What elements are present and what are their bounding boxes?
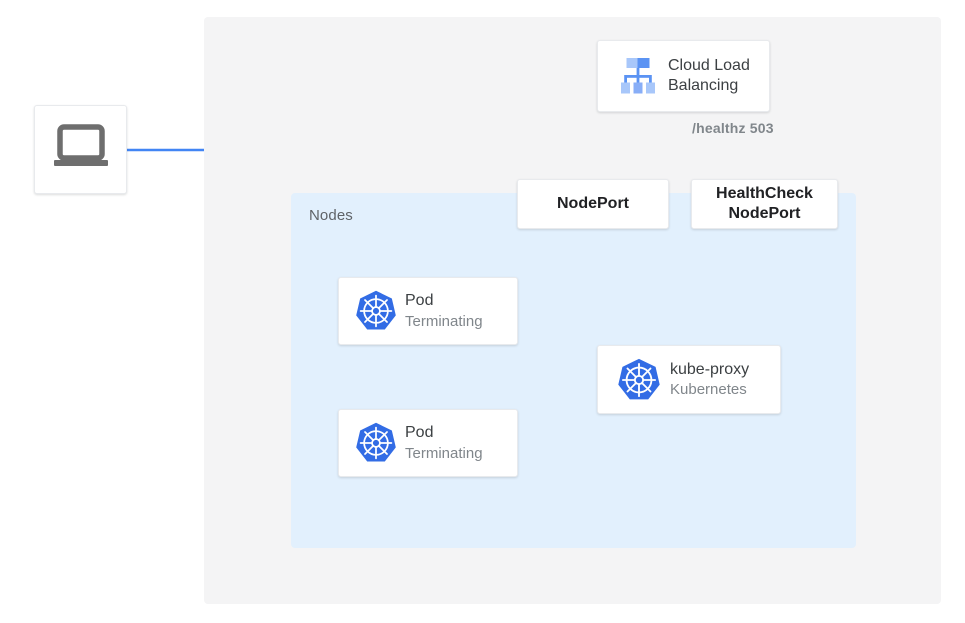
cloud-load-balancing-label: Cloud Load Balancing — [668, 56, 750, 97]
nodeport-label: NodePort — [557, 195, 629, 212]
pod-1-status: Terminating — [405, 312, 483, 330]
pod-2-label: Pod Terminating — [405, 423, 483, 463]
hc-label-line2: NodePort — [728, 205, 801, 222]
nodeport-node[interactable]: NodePort — [517, 179, 669, 229]
pod-2-status: Terminating — [405, 444, 483, 462]
hc-label-line1: HealthCheck — [716, 185, 813, 202]
pod-1-label: Pod Terminating — [405, 291, 483, 331]
healthcheck-nodeport-label: HealthCheck NodePort — [716, 184, 813, 224]
healthz-status-label: /healthz 503 — [692, 120, 774, 136]
cloud-load-balancing-icon — [608, 55, 668, 97]
kubernetes-icon — [347, 289, 405, 333]
pod-node-1[interactable]: Pod Terminating — [338, 277, 518, 345]
lb-title-line1: Cloud Load — [668, 56, 750, 74]
healthcheck-nodeport-node[interactable]: HealthCheck NodePort — [691, 179, 838, 229]
laptop-icon — [53, 124, 109, 175]
cloud-load-balancing-node[interactable]: Cloud Load Balancing — [597, 40, 770, 112]
kube-proxy-subtitle: Kubernetes — [670, 381, 747, 399]
kubernetes-icon — [608, 357, 670, 403]
pod-2-title: Pod — [405, 424, 434, 442]
client-node[interactable] — [34, 105, 127, 194]
kube-proxy-title: kube-proxy — [670, 360, 750, 378]
kube-proxy-node[interactable]: kube-proxy Kubernetes — [597, 345, 781, 414]
pod-node-2[interactable]: Pod Terminating — [338, 409, 518, 477]
lb-title-line2: Balancing — [668, 77, 739, 94]
nodes-panel-label: Nodes — [309, 207, 353, 224]
kubernetes-icon — [347, 421, 405, 465]
pod-1-title: Pod — [405, 292, 434, 310]
kube-proxy-label: kube-proxy Kubernetes — [670, 360, 749, 400]
